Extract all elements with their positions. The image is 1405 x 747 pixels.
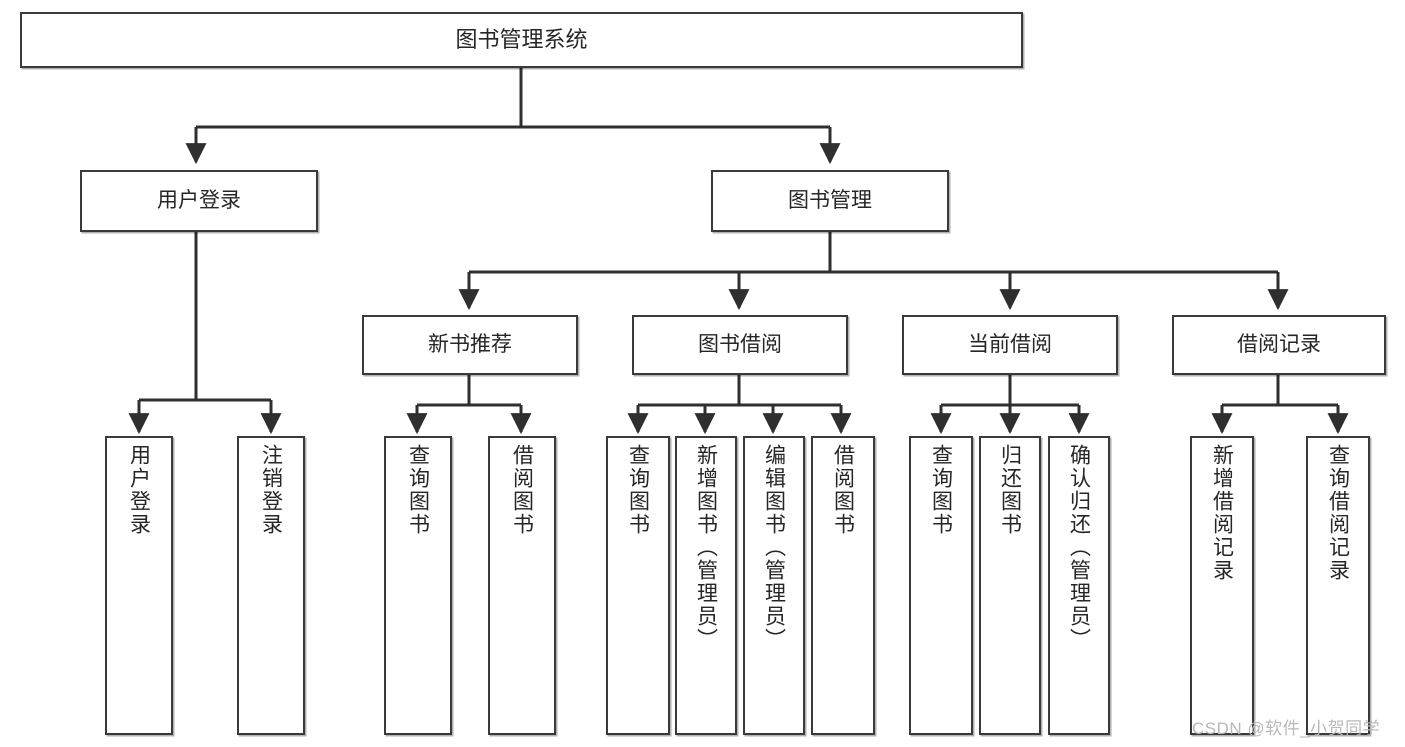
node-label: 用户登录 <box>157 189 241 213</box>
leaf-borrow-book[interactable]: 借阅图书 <box>811 436 875 735</box>
node-label: 当前借阅 <box>968 333 1052 357</box>
node-label: 图书管理系统 <box>455 26 588 52</box>
node-book-manage[interactable]: 图书管理 <box>711 170 949 232</box>
node-label: 查询借阅记录 <box>1326 444 1350 582</box>
node-current-borrow[interactable]: 当前借阅 <box>902 315 1118 375</box>
leaf-query-borrow-record[interactable]: 查询借阅记录 <box>1306 436 1370 735</box>
node-label: 用户登录 <box>127 444 151 536</box>
leaf-query-book-recommend[interactable]: 查询图书 <box>384 436 452 735</box>
node-label: 新增图书（管理员） <box>694 444 718 651</box>
node-label: 确认归还（管理员） <box>1067 444 1091 651</box>
node-label: 编辑图书（管理员） <box>762 444 786 651</box>
leaf-user-login[interactable]: 用户登录 <box>105 436 173 735</box>
node-label: 图书借阅 <box>698 333 782 357</box>
node-new-book-recommend[interactable]: 新书推荐 <box>362 315 578 375</box>
node-label: 借阅图书 <box>831 444 855 536</box>
leaf-confirm-return[interactable]: 确认归还（管理员） <box>1048 436 1110 735</box>
node-label: 借阅图书 <box>510 444 534 536</box>
node-borrow-record[interactable]: 借阅记录 <box>1172 315 1386 375</box>
node-book-borrow[interactable]: 图书借阅 <box>632 315 848 375</box>
node-label: 借阅记录 <box>1237 333 1321 357</box>
leaf-user-logout[interactable]: 注销登录 <box>237 436 305 735</box>
node-label: 图书管理 <box>788 189 872 213</box>
leaf-edit-book[interactable]: 编辑图书（管理员） <box>743 436 805 735</box>
leaf-add-borrow-record[interactable]: 新增借阅记录 <box>1190 436 1254 735</box>
node-label: 注销登录 <box>259 444 283 536</box>
node-label: 查询图书 <box>406 444 430 536</box>
leaf-query-book-current[interactable]: 查询图书 <box>909 436 973 735</box>
node-label: 新增借阅记录 <box>1210 444 1234 582</box>
node-user-login[interactable]: 用户登录 <box>80 170 318 232</box>
node-label: 查询图书 <box>929 444 953 536</box>
leaf-query-book-borrow[interactable]: 查询图书 <box>606 436 670 735</box>
node-label: 新书推荐 <box>428 333 512 357</box>
leaf-borrow-book-recommend[interactable]: 借阅图书 <box>488 436 556 735</box>
node-label: 查询图书 <box>626 444 650 536</box>
leaf-return-book[interactable]: 归还图书 <box>979 436 1041 735</box>
leaf-add-book[interactable]: 新增图书（管理员） <box>675 436 737 735</box>
watermark: CSDN @软件_小贺同学 <box>1192 719 1381 738</box>
node-label: 归还图书 <box>998 444 1022 536</box>
node-root-book-management-system[interactable]: 图书管理系统 <box>20 12 1023 68</box>
